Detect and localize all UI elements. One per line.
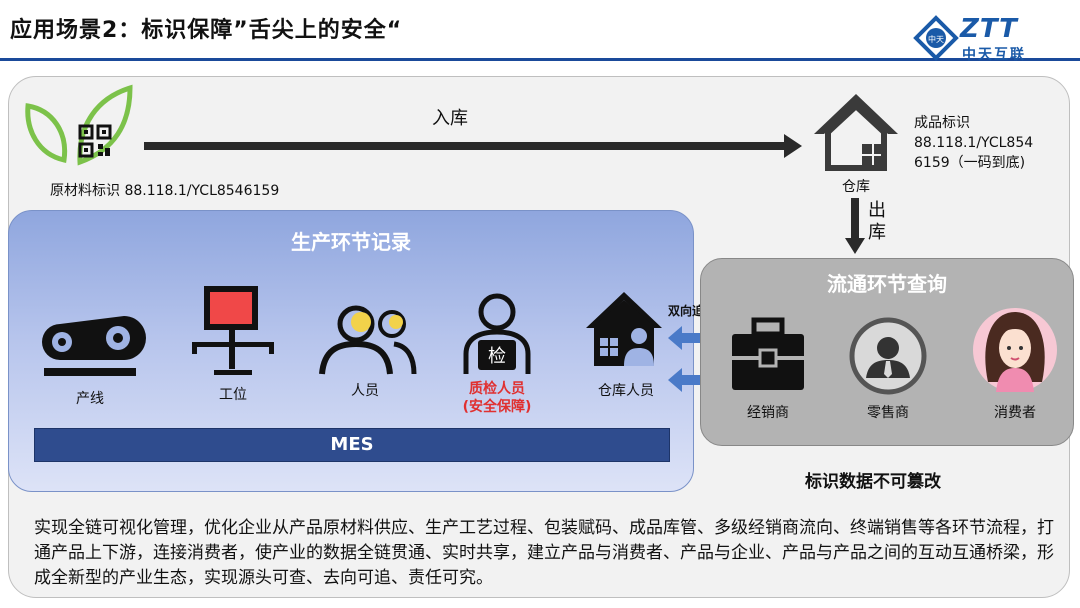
warehouse-icon (814, 94, 898, 171)
inbound-arrow (144, 134, 802, 158)
warehouse-staff-label: 仓库人员 (598, 383, 654, 399)
finished-label-line1: 成品标识 (914, 115, 970, 131)
logo-subtext: 中天互联 (962, 47, 1026, 63)
production-line-label: 产线 (76, 391, 104, 407)
dealer-label: 经销商 (747, 405, 789, 421)
qc-badge: 检 (488, 346, 506, 367)
dealer-briefcase-icon (732, 317, 804, 390)
production-line-icon (42, 316, 146, 376)
workstation-label: 工位 (219, 387, 247, 403)
staff-label: 人员 (351, 383, 379, 399)
outbound-label: 出 库 (868, 200, 886, 244)
retailer-icon (849, 317, 927, 395)
logo-badge: 中天 (928, 34, 944, 44)
staff-icon (319, 305, 417, 375)
page-title: 应用场景2：标识保障”舌尖上的安全“ (10, 18, 403, 43)
workstation-icon (192, 286, 274, 375)
header-divider (0, 58, 1080, 61)
outbound-label-line1: 出 (868, 200, 886, 221)
ztt-logo-mark-icon: 中天 (913, 15, 959, 61)
tamper-proof-note: 标识数据不可篡改 (805, 472, 941, 492)
warehouse-staff-icon (586, 292, 662, 366)
logo-text: ZTT (960, 14, 1018, 44)
consumer-label: 消费者 (994, 405, 1036, 421)
finished-product-label: 成品标识 88.118.1/YCL854 6159（一码到底) (914, 113, 1033, 173)
warehouse-label: 仓库 (842, 179, 870, 195)
qc-label-line1: 质检人员 (469, 381, 525, 397)
ztt-logo: 中天 (912, 15, 1072, 61)
outbound-arrow (845, 198, 865, 254)
consumer-avatar (973, 308, 1057, 392)
raw-material-label: 原材料标识 88.118.1/YCL8546159 (50, 183, 280, 199)
inbound-label: 入库 (432, 108, 468, 129)
circulation-title: 流通环节查询 (827, 272, 947, 296)
retailer-label: 零售商 (867, 405, 909, 421)
finished-label-line3: 6159（一码到底) (914, 155, 1026, 171)
qc-staff-label: 质检人员 (安全保障) (447, 380, 547, 416)
summary-paragraph: 实现全链可视化管理，优化企业从产品原材料供应、生产工艺过程、包装赋码、成品库管、… (34, 518, 1054, 588)
qc-label-line2: (安全保障) (462, 399, 532, 415)
qc-staff-icon: 检 (463, 293, 531, 374)
leaf-qr-icon (25, 84, 133, 166)
production-title: 生产环节记录 (291, 230, 411, 254)
mes-bar: MES (34, 428, 670, 462)
outbound-label-line2: 库 (868, 222, 886, 243)
finished-label-line2: 88.118.1/YCL854 (914, 135, 1034, 151)
